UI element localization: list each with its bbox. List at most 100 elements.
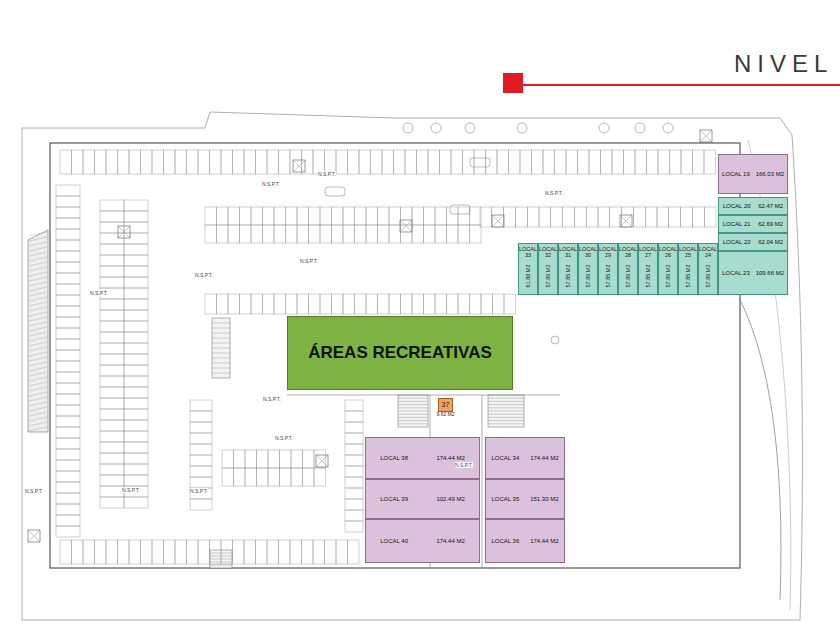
elevator bbox=[700, 130, 712, 142]
parking-stall bbox=[187, 540, 199, 564]
parking-stall bbox=[263, 294, 275, 314]
parking-stall bbox=[543, 150, 555, 174]
stair-step bbox=[398, 420, 428, 421]
parking-stall bbox=[566, 150, 578, 174]
parking-stall bbox=[124, 266, 148, 277]
parking-stall bbox=[100, 442, 124, 453]
parking-stall bbox=[56, 218, 80, 229]
parking-stall bbox=[389, 207, 401, 225]
parking-stall bbox=[297, 207, 309, 225]
parking-stall bbox=[56, 262, 80, 273]
parking-stall bbox=[348, 150, 360, 174]
unit-area: 61.88 M2 bbox=[525, 265, 531, 288]
parking-stall bbox=[141, 150, 153, 174]
parking-stall bbox=[106, 150, 118, 174]
parking-stall bbox=[56, 229, 80, 240]
elevator-box bbox=[28, 530, 40, 542]
retail-unit: LOCAL 36174.44 M2 bbox=[485, 519, 565, 563]
tree bbox=[599, 123, 609, 133]
parking-stall bbox=[345, 400, 363, 411]
parking-stall bbox=[405, 150, 417, 174]
parking-stall bbox=[233, 150, 245, 174]
parking-stall bbox=[56, 328, 80, 339]
stair-step bbox=[212, 333, 230, 334]
parking-stall bbox=[152, 540, 164, 564]
parking-stall bbox=[279, 540, 291, 564]
area-holder: 57.85 M2 bbox=[619, 258, 637, 294]
parking-stall bbox=[56, 295, 80, 306]
ramp-hatch bbox=[29, 312, 47, 316]
retail-unit: LOCAL 38174.44 M2 bbox=[365, 437, 480, 479]
parking-stall bbox=[164, 150, 176, 174]
parking-stall bbox=[336, 150, 348, 174]
ramp-hatch bbox=[29, 352, 47, 356]
parking-stall bbox=[190, 499, 212, 510]
elevator-box bbox=[492, 215, 504, 227]
parking-stall bbox=[424, 225, 436, 243]
parking-stall bbox=[56, 394, 80, 405]
unit-area: 57.85 M2 bbox=[645, 265, 651, 288]
parking-stall bbox=[412, 207, 424, 225]
parking-stall bbox=[190, 466, 212, 477]
unit-area: 174.44 M2 bbox=[530, 538, 558, 545]
tree bbox=[431, 123, 441, 133]
parking-stall bbox=[256, 150, 268, 174]
parking-stall bbox=[447, 225, 459, 243]
elevator-cross bbox=[316, 455, 328, 467]
kiosk-unit: 379.62 M2 bbox=[438, 398, 453, 412]
parking-stall bbox=[345, 455, 363, 466]
ramp-hatch bbox=[29, 282, 47, 286]
parking-stall bbox=[417, 150, 429, 174]
parking-stall bbox=[458, 225, 470, 243]
ramp-hatch bbox=[29, 422, 47, 426]
elevator-cross bbox=[293, 160, 305, 172]
parking-stall bbox=[124, 497, 148, 508]
parking-stall bbox=[124, 376, 148, 387]
ramp-hatch bbox=[29, 402, 47, 406]
parking-stall bbox=[100, 354, 124, 365]
parking-stall bbox=[598, 207, 610, 227]
area-holder: 57.85 M2 bbox=[699, 258, 717, 294]
elevator-cross bbox=[492, 215, 504, 227]
parking-stall bbox=[100, 398, 124, 409]
unit-number: LOCAL 33 bbox=[519, 246, 537, 258]
unit-number: LOCAL 19 bbox=[722, 171, 750, 178]
parking-stall bbox=[447, 207, 459, 225]
stair bbox=[488, 395, 524, 427]
ramp-hatch bbox=[29, 412, 47, 416]
retail-unit: LOCAL 3257.85 M2 bbox=[538, 243, 558, 295]
parking-stall bbox=[124, 431, 148, 442]
parking-stall bbox=[286, 294, 298, 314]
stair-step bbox=[398, 398, 428, 399]
parking-stall bbox=[320, 294, 332, 314]
parking-stall bbox=[124, 277, 148, 288]
parking-stall bbox=[274, 294, 286, 314]
parking-stall bbox=[336, 540, 348, 564]
parking-stall bbox=[348, 540, 360, 564]
title-marker bbox=[503, 73, 523, 93]
unit-number: LOCAL 34 bbox=[491, 455, 519, 462]
parking-stall bbox=[222, 468, 234, 486]
stair-step bbox=[488, 420, 524, 421]
elevator bbox=[400, 220, 412, 232]
parking-stall bbox=[366, 207, 378, 225]
elevator-cross bbox=[400, 220, 412, 232]
parking-stall bbox=[100, 420, 124, 431]
parking-stall bbox=[100, 299, 124, 310]
parking-stall bbox=[210, 540, 222, 564]
parking-stall bbox=[100, 343, 124, 354]
parking-stall bbox=[56, 460, 80, 471]
parking-stall bbox=[100, 431, 124, 442]
parking-stall bbox=[601, 150, 613, 174]
unit-number: LOCAL 22 bbox=[723, 239, 751, 246]
parking-stall bbox=[435, 225, 447, 243]
parking-stall bbox=[244, 540, 256, 564]
parking-stall bbox=[332, 294, 344, 314]
parking-stall bbox=[555, 150, 567, 174]
parking-stall bbox=[56, 504, 80, 515]
unit-area: 62.69 M2 bbox=[758, 221, 783, 228]
parking-stall bbox=[314, 450, 326, 468]
parking-stall bbox=[56, 196, 80, 207]
parking-stall bbox=[129, 150, 141, 174]
parking-stall bbox=[124, 244, 148, 255]
